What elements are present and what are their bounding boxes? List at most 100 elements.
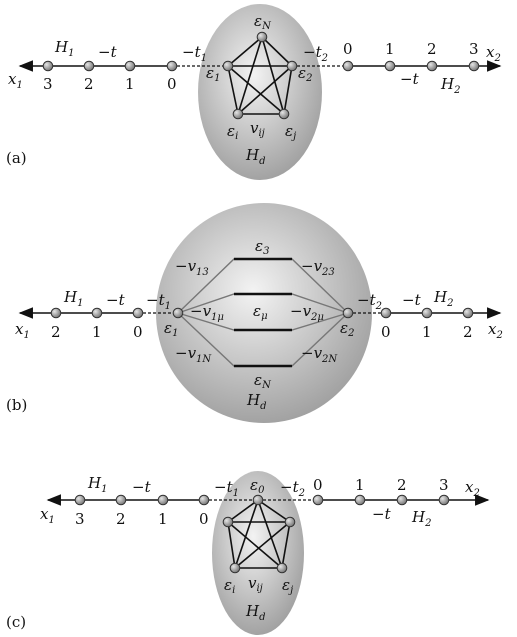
- right-site-label-c-0: 0: [313, 476, 323, 494]
- site-node: [124, 60, 136, 72]
- contact-e2-label-b: ε2: [340, 319, 354, 339]
- hopping-left-label-c: −t: [132, 478, 152, 496]
- level-e1-label-a: ε1: [206, 64, 220, 84]
- site-node: [222, 60, 234, 72]
- lead-sites-a: [42, 60, 480, 72]
- axis-x1-label-a: x1: [8, 70, 23, 91]
- level-ej-label-a: εj: [285, 122, 296, 142]
- site-node: [198, 494, 210, 506]
- site-node: [384, 60, 396, 72]
- coupling-v23-label-b: −v23: [301, 257, 335, 278]
- axis-x2-label-a: x2: [486, 43, 501, 64]
- site-node: [468, 60, 480, 72]
- dot-region-b: [156, 203, 372, 423]
- hopping-left-label-b: −t: [106, 291, 126, 309]
- coupling-t1-label-a: −t1: [182, 43, 207, 64]
- site-node: [256, 31, 268, 43]
- site-node: [380, 307, 392, 319]
- panel-label-c: (c): [6, 613, 26, 631]
- right-site-label-c-2: 2: [397, 476, 407, 494]
- site-node: [83, 60, 95, 72]
- left-site-label-a-0: 3: [43, 75, 53, 93]
- site-node: [229, 562, 241, 574]
- panel-label-a: (a): [6, 149, 27, 167]
- site-node: [252, 494, 264, 506]
- level-e2-label-a: ε2: [298, 64, 312, 84]
- site-node: [284, 516, 296, 528]
- axis-x2-label-c: x2: [465, 478, 480, 499]
- right-site-label-b-0: 0: [381, 323, 391, 341]
- coupling-vij-label-c: vij: [248, 574, 263, 594]
- left-site-label-c-1: 2: [116, 510, 126, 528]
- coupling-t2-label-c: −t2: [280, 478, 305, 499]
- hopping-right-label-a: −t: [400, 70, 420, 88]
- site-node: [50, 307, 62, 319]
- site-node: [421, 307, 433, 319]
- hd-label-b: Hd: [246, 391, 267, 412]
- coupling-v1N-label-b: −v1N: [175, 344, 212, 365]
- right-site-label-c-1: 1: [355, 476, 365, 494]
- right-site-label-c-3: 3: [439, 476, 449, 494]
- dot-level-graph-c: [227, 499, 291, 569]
- site-node: [426, 60, 438, 72]
- site-node: [312, 494, 324, 506]
- coupling-t1-label-b: −t1: [146, 291, 171, 312]
- left-site-label-a-3: 0: [167, 75, 177, 93]
- site-node: [462, 307, 474, 319]
- panel-c: x1 H1 −t −t1 3 2 1 0 −t2 0 1 2 3 −t H2 x…: [6, 471, 490, 635]
- level-ej-label-c: εj: [282, 576, 293, 596]
- left-site-label-c-0: 3: [75, 510, 85, 528]
- level-eN-label-b: εN: [254, 371, 272, 391]
- h1-label-a: H1: [54, 38, 74, 59]
- axis-x1-label-b: x1: [15, 320, 30, 341]
- site-node: [286, 60, 298, 72]
- hopping-right-label-b: −t: [402, 291, 422, 309]
- site-node: [157, 494, 169, 506]
- axis-x1-label-c: x1: [40, 505, 55, 526]
- panel-b: x1 H1 −t −t1 2 1 0 −t2 −t H2 0 1 2 x2 ε1…: [6, 203, 503, 423]
- level-ei-label-c: εi: [224, 576, 235, 596]
- left-site-label-b-2: 0: [133, 323, 143, 341]
- contact-e1-label-b: ε1: [164, 319, 178, 339]
- hd-label-c: Hd: [245, 602, 266, 623]
- level-ei-label-a: εi: [227, 122, 238, 142]
- left-site-label-c-3: 0: [199, 510, 209, 528]
- hopping-left-label-a: −t: [98, 43, 118, 61]
- right-site-label-a-0: 0: [343, 40, 353, 58]
- coupling-v2mu-label-b: −v2μ: [290, 302, 324, 323]
- level-e3-label-b: ε3: [255, 237, 269, 257]
- site-node: [278, 108, 290, 120]
- site-node: [276, 562, 288, 574]
- dot-region-c: [212, 471, 304, 635]
- hopping-right-label-c: −t: [372, 505, 392, 523]
- left-site-label-a-2: 1: [125, 75, 135, 93]
- panel-a: x1 H1 −t −t1 3 2 1 0 −t2 0 1 2 3 −t H2 x…: [6, 4, 502, 180]
- dot-level-graph-a: [227, 36, 293, 115]
- left-site-label-a-1: 2: [84, 75, 94, 93]
- coupling-t2-label-a: −t2: [303, 43, 328, 64]
- hd-label-a: Hd: [245, 146, 266, 167]
- level-eN-label-a: εN: [254, 12, 272, 32]
- site-node: [91, 307, 103, 319]
- site-node: [354, 494, 366, 506]
- coupling-t1-label-c: −t1: [214, 478, 239, 499]
- h1-label-b: H1: [63, 288, 83, 309]
- site-node: [232, 108, 244, 120]
- site-node: [172, 307, 184, 319]
- right-site-label-a-2: 2: [427, 40, 437, 58]
- level-emu-label-b: εμ: [253, 302, 268, 322]
- site-node: [115, 494, 127, 506]
- site-node: [132, 307, 144, 319]
- lead-sites-b: [50, 307, 474, 319]
- dot-sites-c: [222, 494, 296, 574]
- right-site-label-b-2: 2: [463, 323, 473, 341]
- panel-label-b: (b): [6, 396, 27, 414]
- contact-sites-b: [172, 307, 354, 319]
- dot-sites-a: [222, 31, 298, 120]
- h2-label-c: H2: [411, 508, 431, 529]
- lead-sites-c: [74, 494, 450, 506]
- h1-label-c: H1: [87, 474, 107, 495]
- right-site-label-b-1: 1: [422, 323, 432, 341]
- right-site-label-a-1: 1: [385, 40, 395, 58]
- site-node: [342, 60, 354, 72]
